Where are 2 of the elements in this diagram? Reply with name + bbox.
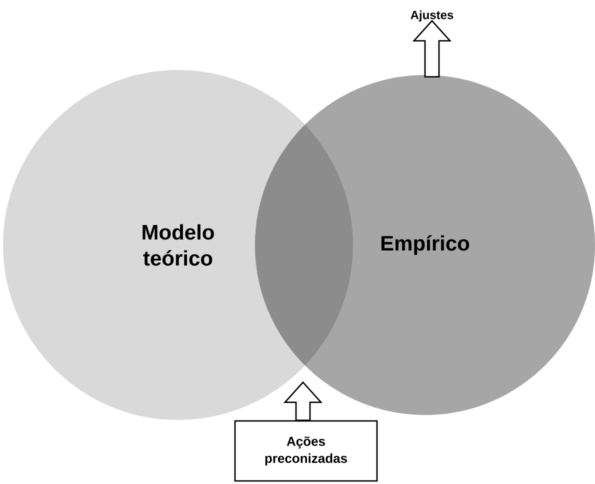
callout-box: Ações preconizadas: [234, 420, 378, 482]
label-text: Ajustes: [410, 10, 454, 22]
